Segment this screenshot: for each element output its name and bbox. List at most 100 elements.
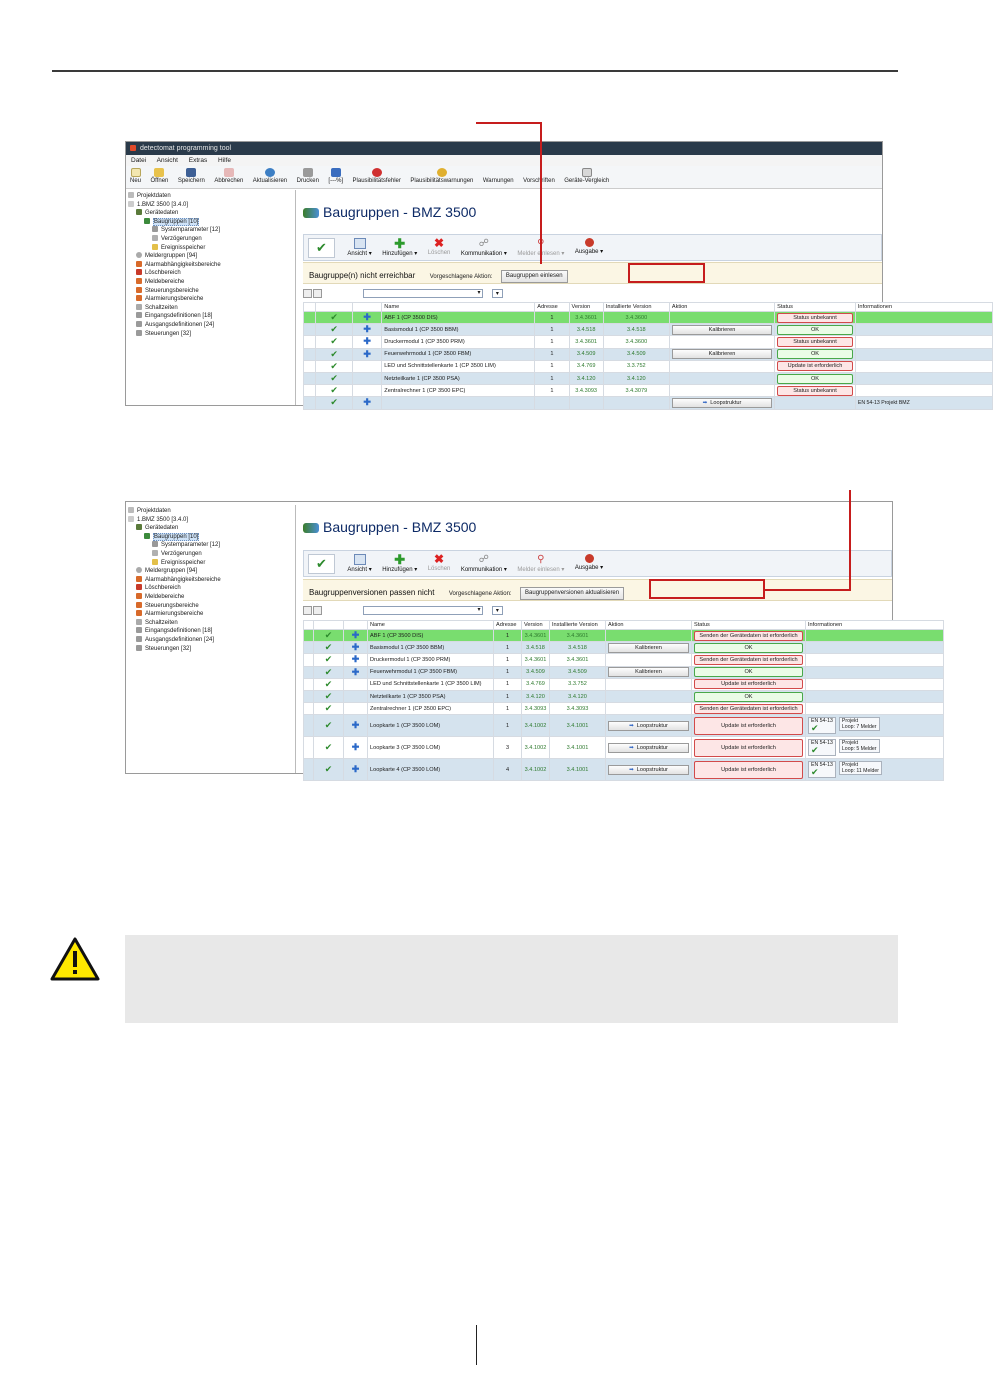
tree-item-eingangsdefinitionen[interactable]: Eingangsdefinitionen [18]	[128, 312, 295, 321]
loopstruktur-button[interactable]: ➡Loopstruktur	[608, 720, 689, 731]
column-header-name[interactable]: Name	[381, 302, 536, 312]
row-expand-cell[interactable]	[351, 371, 383, 386]
toolbar-progress-button[interactable]: [---%]	[328, 166, 343, 184]
tree-item-steuerungen[interactable]: Steuerungen [32]	[128, 329, 295, 339]
ausgabe-button[interactable]: Ausgabe ▾	[575, 554, 603, 571]
toolbar-plausibilitaetswarnungen-button[interactable]: Plausibilitätswarnungen	[410, 166, 473, 184]
tree-item-alarmierungsbereiche[interactable]: Alarmierungsbereiche	[128, 610, 295, 619]
filter-select[interactable]	[363, 289, 484, 298]
melder-einlesen-button[interactable]: ⚲Melder einlesen ▾	[517, 554, 565, 573]
tree-item-systemparameter[interactable]: Systemparameter [12]	[128, 226, 295, 235]
row-expand-cell[interactable]	[343, 702, 368, 716]
tree-item-meldergruppen[interactable]: Meldergruppen [94]	[128, 252, 295, 261]
tree-item-meldebereiche[interactable]: Meldebereiche	[128, 592, 295, 602]
tree-item-loeschbereich[interactable]: Löschbereich	[128, 584, 295, 593]
ansicht-button[interactable]: Ansicht ▾	[347, 554, 372, 573]
tree-item-projektdaten[interactable]: Projektdaten	[128, 507, 295, 516]
row-expand-cell[interactable]: ✚	[351, 310, 383, 325]
hinzufuegen-button[interactable]: ✚Hinzufügen ▾	[382, 236, 418, 257]
column-header-installierte-version[interactable]: Installierte Version	[549, 620, 606, 630]
plus-icon[interactable]: ✚	[363, 348, 371, 359]
row-expand-cell[interactable]: ✚	[343, 653, 368, 667]
tree-item-baugruppen[interactable]: Baugruppen [10]	[128, 217, 295, 227]
baugruppenversionen-aktualisieren-button[interactable]: Baugruppenversionen aktualisieren	[520, 587, 625, 600]
tree-item-ausgangsdefinitionen[interactable]: Ausgangsdefinitionen [24]	[128, 320, 295, 330]
column-header-aktion[interactable]: Aktion	[668, 302, 776, 312]
kommunikation-button[interactable]: ☍Kommunikation ▾	[460, 238, 507, 257]
menu-extras[interactable]: Extras	[188, 157, 208, 164]
column-header-version[interactable]: Version	[521, 620, 550, 630]
tree-item-baugruppen[interactable]: Baugruppen [10]	[128, 532, 295, 542]
toolbar-neu-button[interactable]: Neu	[130, 166, 141, 184]
tree-item-ereignisspeicher[interactable]: Ereignisspeicher	[128, 243, 295, 253]
tree-item-eingangsdefinitionen[interactable]: Eingangsdefinitionen [18]	[128, 627, 295, 636]
tree-item-meldebereiche[interactable]: Meldebereiche	[128, 277, 295, 287]
hinzufuegen-button[interactable]: ✚Hinzufügen ▾	[382, 552, 418, 573]
tree-item-bmz[interactable]: 1.BMZ 3500 [3.4.0]	[128, 515, 295, 525]
loopstruktur-button[interactable]: ➡Loopstruktur	[608, 742, 689, 753]
row-expand-cell[interactable]: ✚	[343, 665, 368, 679]
tree-item-loeschbereich[interactable]: Löschbereich	[128, 269, 295, 278]
column-header-informationen[interactable]: Informationen	[854, 302, 993, 312]
tree-item-alarmabhaengigkeitsbereiche[interactable]: Alarmabhängigkeitsbereiche	[128, 260, 295, 270]
toolbar-abbrechen-button[interactable]: Abbrechen	[214, 166, 243, 184]
apply-checkmark-button[interactable]: ✔	[308, 554, 335, 574]
ansicht-button[interactable]: Ansicht ▾	[347, 238, 372, 257]
column-header-name[interactable]: Name	[367, 620, 494, 630]
column-header-aktion[interactable]: Aktion	[605, 620, 692, 630]
filter-select[interactable]	[363, 606, 484, 615]
toolbar-plausibilitaetsfehler-button[interactable]: Plausibilitätsfehler	[353, 166, 401, 184]
row-expand-cell[interactable]	[351, 359, 383, 373]
table-row[interactable]: ✔LED und Schnittstellenkarte 1 (CP 3500 …	[302, 359, 993, 373]
column-header-adresse[interactable]: Adresse	[493, 620, 522, 630]
filter-icon[interactable]	[303, 289, 312, 298]
filter-clear-icon[interactable]	[313, 606, 322, 615]
column-header-adresse[interactable]: Adresse	[534, 302, 570, 312]
toolbar-aktualisieren-button[interactable]: Aktualisieren	[253, 166, 287, 184]
tree-item-schaltzeiten[interactable]: Schaltzeiten	[128, 303, 295, 313]
tree-item-systemparameter[interactable]: Systemparameter [12]	[128, 541, 295, 550]
tree-item-geraetedaten[interactable]: Gerätedaten	[128, 524, 295, 533]
row-expand-cell[interactable]	[343, 689, 368, 704]
tree-item-steuerungen[interactable]: Steuerungen [32]	[128, 644, 295, 654]
row-expand-cell[interactable]: ✚	[343, 714, 368, 738]
loeschen-button[interactable]: ✖Löschen	[427, 236, 451, 256]
column-header-installierte-version[interactable]: Installierte Version	[602, 302, 670, 312]
toolbar-drucken-button[interactable]: Drucken	[297, 166, 319, 184]
filter-icon[interactable]	[303, 606, 312, 615]
tree-item-projektdaten[interactable]: Projektdaten	[128, 192, 295, 201]
column-header-status[interactable]: Status	[691, 620, 806, 630]
tree-item-geraetedaten[interactable]: Gerätedaten	[128, 209, 295, 218]
tree-item-verzoegerungen[interactable]: Verzögerungen	[128, 234, 295, 244]
toolbar-speichern-button[interactable]: Speichern	[178, 166, 205, 184]
plus-icon[interactable]: ✚	[351, 742, 360, 753]
row-expand-cell[interactable]: ✚	[343, 736, 368, 760]
baugruppen-einlesen-button[interactable]: Baugruppen einlesen	[500, 270, 568, 283]
toolbar-geraete-vergleich-button[interactable]: Geräte-Vergleich	[564, 166, 609, 184]
loeschen-button[interactable]: ✖Löschen	[427, 552, 451, 572]
row-expand-cell[interactable]	[343, 677, 368, 691]
menu-datei[interactable]: Datei	[131, 157, 147, 164]
tree-item-steuerungsbereiche[interactable]: Steuerungsbereiche	[128, 286, 295, 296]
filter-dropdown-button[interactable]: ▾	[491, 289, 503, 298]
row-expand-cell[interactable]: ✚	[351, 396, 383, 410]
kalibrieren-button[interactable]: Kalibrieren	[671, 324, 773, 335]
tree-item-ereignisspeicher[interactable]: Ereignisspeicher	[128, 558, 295, 568]
toolbar-warnungen-button[interactable]: Warnungen	[483, 166, 514, 184]
tree-item-verzoegerungen[interactable]: Verzögerungen	[128, 549, 295, 559]
plus-icon[interactable]: ✚	[363, 312, 371, 323]
tree-item-ausgangsdefinitionen[interactable]: Ausgangsdefinitionen [24]	[128, 635, 295, 645]
plus-icon[interactable]: ✚	[351, 630, 360, 641]
filter-dropdown-button[interactable]: ▾	[491, 606, 503, 615]
